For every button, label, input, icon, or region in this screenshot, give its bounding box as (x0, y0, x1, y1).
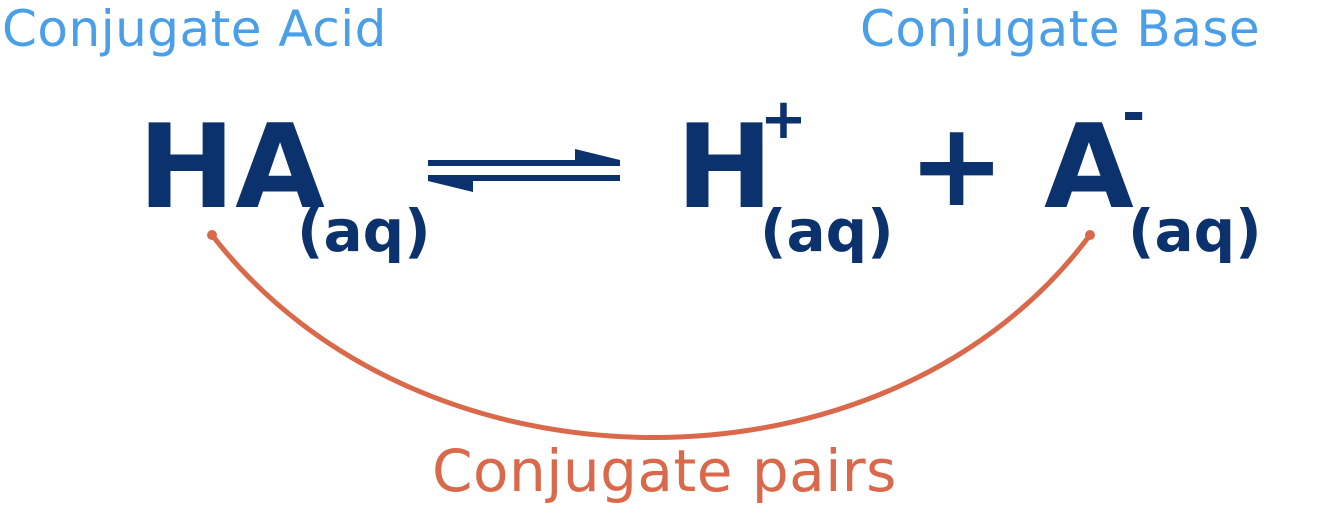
acid-formula: HA (138, 100, 325, 235)
conjugate-base-label: Conjugate Base (860, 0, 1261, 58)
conjugate-pairs-label: Conjugate pairs (432, 437, 897, 505)
acid-state: (aq) (297, 197, 431, 265)
proton-formula: H (676, 100, 774, 235)
proton-charge: + (760, 87, 807, 152)
arc-start-dot (207, 230, 217, 240)
arc-end-dot (1085, 230, 1095, 240)
plus-sign: + (908, 98, 1006, 233)
base-formula: A (1044, 100, 1134, 235)
proton-state: (aq) (760, 197, 894, 265)
base-charge: - (1122, 81, 1146, 146)
base-state: (aq) (1128, 197, 1262, 265)
conjugate-acid-label: Conjugate Acid (2, 0, 387, 58)
